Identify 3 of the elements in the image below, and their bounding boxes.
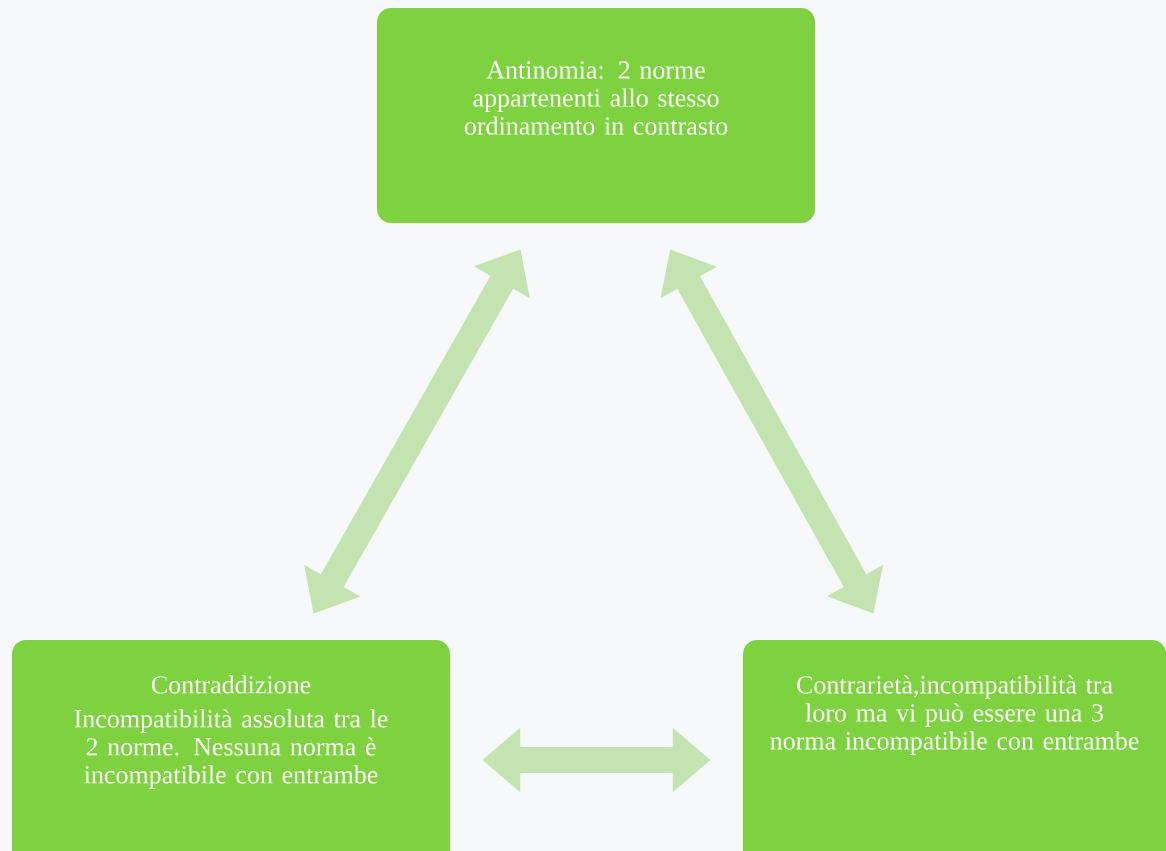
text-box: Contrarietà,incompatibilità tra loro ma vi può essere una 3 norma incompatibile con entrambe	[743, 640, 1166, 851]
text-box: Antinomia: 2 norme appartenenti allo stesso ordinamento in contrasto	[377, 8, 815, 223]
text-box: Contraddizione Incompatibilità assoluta tra le 2 norme. Nessuna norma è incompatibile con entrambe	[12, 640, 450, 851]
